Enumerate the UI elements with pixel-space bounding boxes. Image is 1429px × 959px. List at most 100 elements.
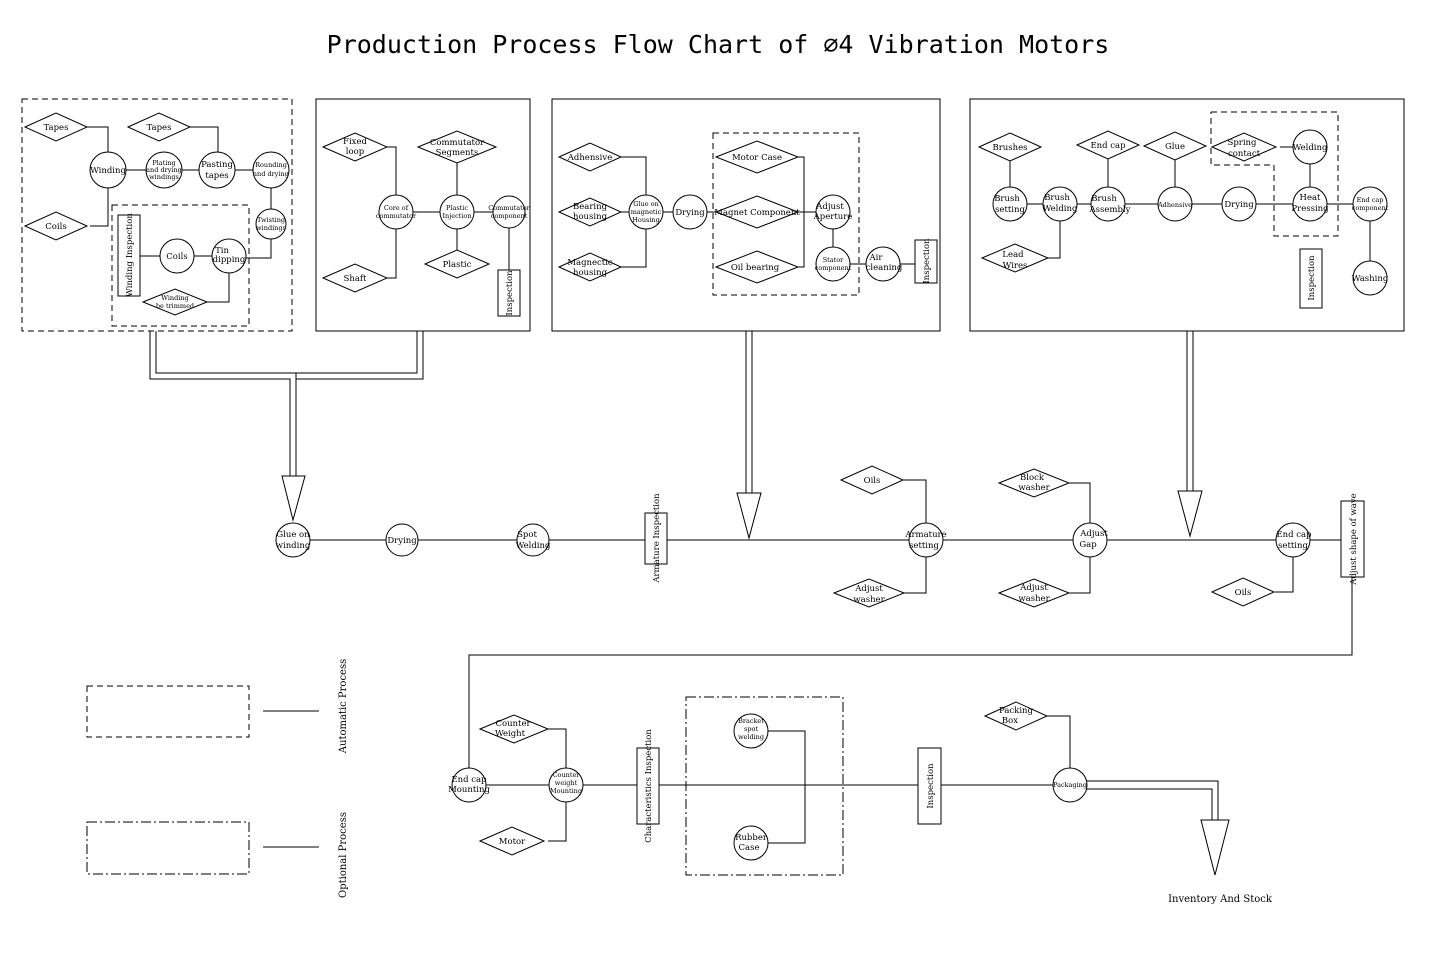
svg-text:Adhensive: Adhensive — [1157, 201, 1192, 209]
svg-text:Commutator: Commutator — [430, 138, 485, 148]
final-line-connectors — [469, 715, 1230, 876]
svg-text:Drying: Drying — [675, 208, 705, 218]
group4-inner-box — [1210, 111, 1339, 237]
svg-text:and drying: and drying — [146, 166, 182, 174]
end-cap-setting-node: End cap setting — [1275, 522, 1312, 558]
svg-text:Adjust shape of wave: Adjust shape of wave — [1349, 493, 1359, 585]
bearing-housing-diamond: Bearing housing — [557, 197, 623, 227]
svg-text:Plastic: Plastic — [443, 260, 472, 270]
svg-text:Welding: Welding — [1043, 204, 1078, 214]
svg-text:Rounding: Rounding — [255, 161, 287, 169]
svg-text:Plating: Plating — [152, 159, 175, 167]
svg-text:windings: windings — [256, 224, 286, 232]
svg-text:dipping: dipping — [213, 255, 246, 265]
plastic-injection-node: Plastic Injection — [439, 194, 475, 230]
svg-text:Shaft: Shaft — [344, 274, 368, 284]
svg-text:Core of: Core of — [384, 204, 409, 212]
svg-text:Winding: Winding — [161, 294, 188, 302]
end-cap-mounting-node: End cap Mounting — [448, 767, 490, 803]
svg-text:tapes: tapes — [205, 171, 228, 181]
svg-text:Adjust: Adjust — [1079, 529, 1108, 539]
shaft-diamond: Shaft — [321, 263, 389, 293]
svg-text:Welding: Welding — [516, 541, 551, 551]
svg-text:Housing: Housing — [632, 216, 660, 224]
svg-text:Oil bearing: Oil bearing — [731, 263, 780, 273]
counter-weight-diamond: Counter Weight — [478, 714, 550, 744]
packing-box-diamond: Packing Box — [983, 701, 1049, 731]
glue-diamond: Glue — [1142, 131, 1208, 161]
svg-text:and drying: and drying — [253, 170, 289, 178]
svg-text:windings: windings — [149, 173, 179, 181]
armature-setting-node: Armature setting — [904, 522, 947, 558]
svg-text:Armature: Armature — [904, 530, 946, 540]
svg-text:Spring: Spring — [1228, 138, 1258, 148]
svg-text:Plastic: Plastic — [446, 204, 468, 212]
tapes-diamond-b: Tapes — [126, 112, 192, 142]
svg-text:housing: housing — [573, 212, 608, 222]
adjust-aperture-node: Adjust Aperture — [813, 194, 852, 230]
svg-text:Coils: Coils — [166, 252, 187, 262]
svg-text:Adjust: Adjust — [1019, 583, 1048, 593]
brushes-diamond: Brushes — [977, 132, 1043, 162]
arrow-groups-1-2 — [149, 331, 424, 522]
end-cap-diamond: End cap — [1075, 130, 1141, 160]
svg-text:End cap: End cap — [1090, 141, 1126, 151]
adhensive-diamond: Adhensive — [557, 142, 623, 172]
svg-text:Assembly: Assembly — [1089, 205, 1131, 215]
svg-text:welding: welding — [738, 733, 764, 741]
group1-automatic-box — [21, 98, 293, 332]
brush-assembly-node: Brush Assembly — [1089, 186, 1131, 222]
svg-text:Motor: Motor — [499, 837, 526, 847]
coils-diamond-a: Coils — [23, 211, 89, 241]
washing-node: Washing — [1352, 260, 1389, 296]
svg-text:Motor Case: Motor Case — [732, 153, 782, 163]
svg-text:Drying: Drying — [387, 536, 417, 546]
svg-text:magnetic: magnetic — [631, 208, 662, 216]
plating-node: Plating and drying windings — [145, 151, 183, 189]
drying-node-group3: Drying — [672, 194, 708, 230]
magnetic-housing-diamond: Magnectic housing — [557, 252, 623, 282]
brush-welding-node: Brush Welding — [1042, 186, 1078, 222]
winding-inspection-box: Winding Inspection — [117, 213, 141, 297]
svg-text:Optional Process: Optional Process — [338, 812, 349, 898]
rubber-case-node: Rubber Case — [733, 825, 769, 861]
svg-text:Tin: Tin — [215, 246, 229, 256]
main-line-connectors — [293, 479, 1353, 785]
svg-text:Weight: Weight — [495, 729, 526, 739]
svg-text:Gap: Gap — [1079, 540, 1097, 550]
winding-trimmed-diamond: Winding be trimmed — [141, 288, 209, 316]
magnet-component-diamond: Magnet Component — [714, 195, 800, 229]
block-washer-diamond: Block washer — [997, 468, 1071, 498]
arrow-group-4 — [1177, 331, 1203, 538]
oils-diamond-b: Oils — [1210, 577, 1276, 607]
air-cleaning-node: Air cleaning — [865, 246, 903, 282]
svg-text:Winding Inspection: Winding Inspection — [125, 213, 135, 297]
svg-text:Pressing: Pressing — [1291, 204, 1329, 214]
brush-setting-node: Brush setting — [992, 186, 1028, 222]
svg-text:Brush: Brush — [1044, 193, 1070, 203]
heat-pressing-node: Heat Pressing — [1291, 186, 1329, 222]
twisting-windings-node: Twisting windings — [255, 208, 287, 240]
svg-text:winding: winding — [276, 541, 311, 551]
svg-text:Packaging: Packaging — [1053, 781, 1087, 789]
svg-text:Air: Air — [869, 253, 884, 263]
svg-text:Glue on: Glue on — [633, 200, 658, 208]
svg-text:Tapes: Tapes — [147, 123, 172, 133]
adjust-washer-diamond-b: Adjust washer — [997, 578, 1071, 608]
drying-node-main: Drying — [385, 523, 419, 557]
svg-text:Magnectic: Magnectic — [567, 258, 613, 268]
spot-welding-node: Spot Welding — [516, 523, 551, 557]
commutator-component-node: Commutator component — [488, 195, 531, 229]
motor-diamond: Motor — [478, 826, 546, 856]
oil-bearing-diamond: Oil bearing — [714, 250, 800, 284]
core-of-commutator-node: Core of commutator — [376, 194, 417, 230]
svg-text:weight: weight — [555, 779, 578, 787]
svg-text:contact: contact — [1228, 149, 1261, 159]
svg-text:End cap: End cap — [451, 775, 487, 785]
legend-optional: Optional Process — [86, 812, 349, 898]
svg-text:Wires: Wires — [1003, 261, 1028, 271]
svg-text:Washing: Washing — [1352, 274, 1389, 284]
svg-text:Box: Box — [1002, 716, 1018, 726]
adhensive-node-group4: Adhensive — [1157, 186, 1193, 222]
svg-text:Oils: Oils — [864, 476, 881, 486]
